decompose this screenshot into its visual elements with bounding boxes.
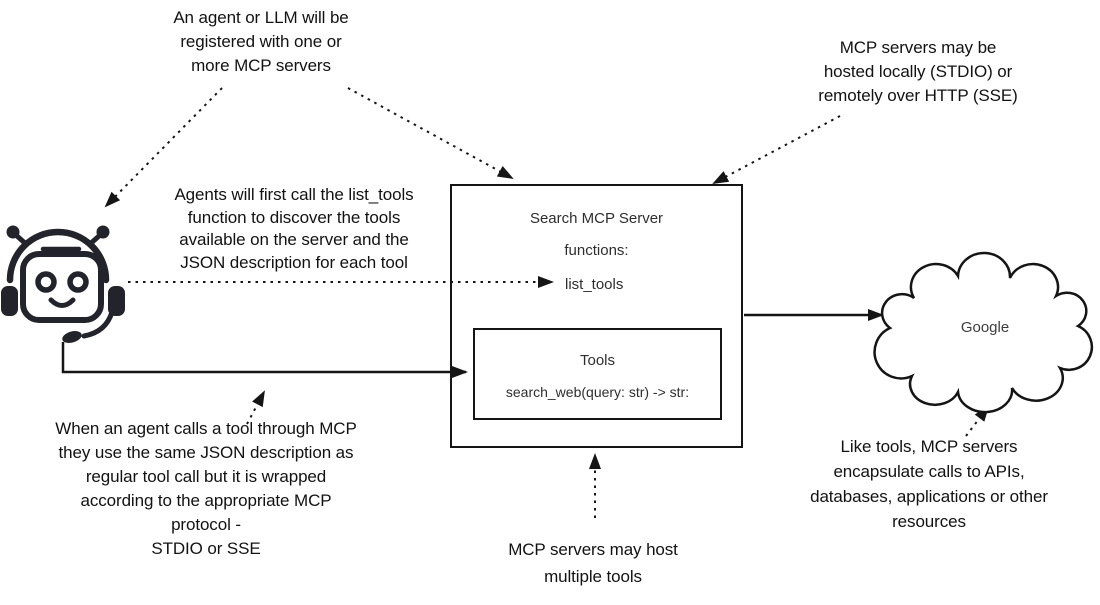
robot-eye-left (35, 271, 57, 293)
server-functions-label: functions: (564, 242, 629, 259)
note-multiple-tools: MCP servers may host multiple tools (508, 540, 678, 586)
tools-box-title: Tools (579, 352, 616, 369)
list-tools-function-label: list_tools (565, 276, 624, 293)
robot-antenna-ball-right (96, 225, 110, 239)
robot-antenna-ball-left (6, 225, 20, 239)
note-tool-call-wrapping: When an agent calls a tool through MCP t… (55, 419, 357, 558)
robot-ear-cup-right (108, 286, 125, 316)
note-agent-registration: An agent or LLM will be registered with … (173, 8, 349, 75)
robot-mic-arm (81, 309, 115, 339)
robot-face-plate (20, 251, 104, 323)
server-box-title: Search MCP Server (529, 210, 664, 227)
note-encapsulation: Like tools, MCP servers encapsulate call… (810, 437, 1048, 531)
google-cloud-label: Google (960, 319, 1010, 336)
robot-smile (48, 297, 76, 308)
search-mcp-server-box: Search MCP Server functions: list_tools … (450, 184, 743, 448)
robot-ear-cup-left (1, 286, 18, 316)
tool-signature-label: search_web(query: str) -> str: (505, 384, 690, 400)
arrow-registration-to-server (347, 87, 514, 179)
robot-mic (62, 331, 82, 343)
google-cloud-shape (873, 251, 1094, 414)
robot-head-dome (6, 228, 110, 284)
tools-box: Tools search_web(query: str) -> str: (473, 328, 722, 420)
arrow-hosting-to-server (712, 115, 841, 184)
robot-eye-right (67, 271, 89, 293)
note-hosting: MCP servers may be hosted locally (STDIO… (818, 38, 1018, 105)
robot-agent-icon (1, 225, 125, 343)
arrow-agent-to-tools-box (61, 342, 468, 378)
note-list-tools-discovery: Agents will first call the list_tools fu… (174, 185, 414, 272)
arrow-wrapping-note-to-call-line (246, 390, 265, 425)
arrow-registration-to-agent (104, 87, 223, 208)
